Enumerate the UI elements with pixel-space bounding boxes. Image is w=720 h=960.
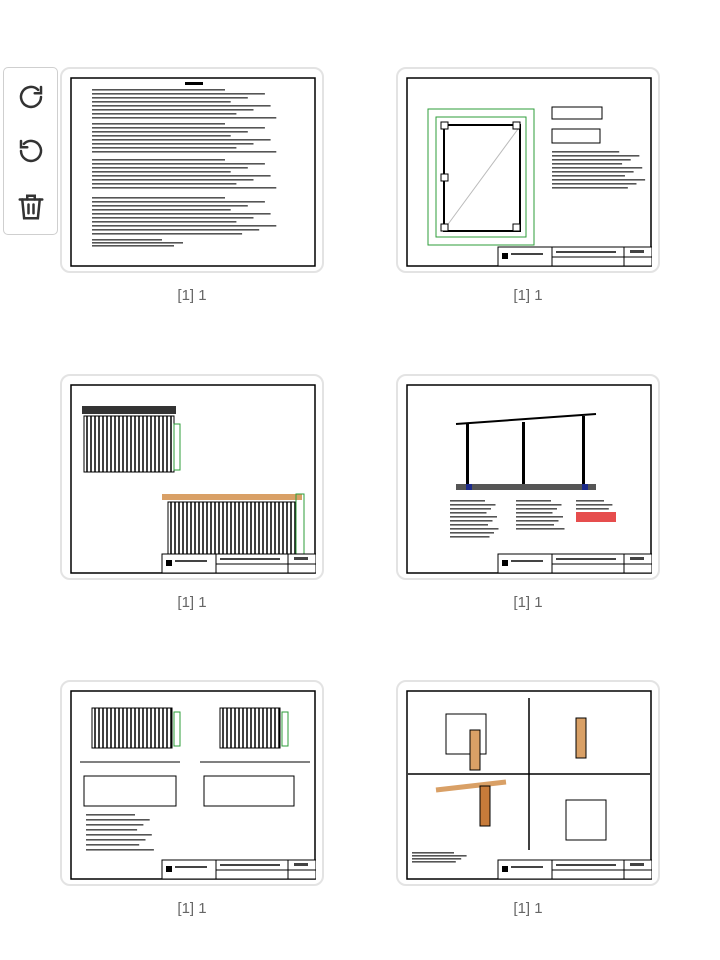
- page-thumbnail[interactable]: [60, 680, 324, 886]
- page-toolbar: [3, 67, 58, 235]
- page-number-label: [1] 1: [513, 900, 543, 917]
- page-preview: [70, 384, 316, 574]
- page-number-label: [1] 1: [513, 287, 543, 304]
- page-preview: [406, 77, 652, 267]
- page-number-label: [1] 1: [177, 287, 207, 304]
- page-preview: [406, 690, 652, 880]
- page-number-label: [1] 1: [513, 594, 543, 611]
- page-preview: [406, 384, 652, 574]
- page-thumbnail[interactable]: [396, 680, 660, 886]
- page-preview: [70, 690, 316, 880]
- page-number-label: [1] 1: [177, 594, 207, 611]
- page-number-label: [1] 1: [177, 900, 207, 917]
- rotate-clockwise-icon[interactable]: [16, 82, 46, 112]
- page-thumbnail[interactable]: [396, 67, 660, 273]
- trash-icon[interactable]: [16, 192, 46, 222]
- rotate-counterclockwise-icon[interactable]: [16, 136, 46, 166]
- page-thumbnail[interactable]: [60, 67, 324, 273]
- page-preview: [70, 77, 316, 267]
- page-thumbnail[interactable]: [60, 374, 324, 580]
- page-thumbnail[interactable]: [396, 374, 660, 580]
